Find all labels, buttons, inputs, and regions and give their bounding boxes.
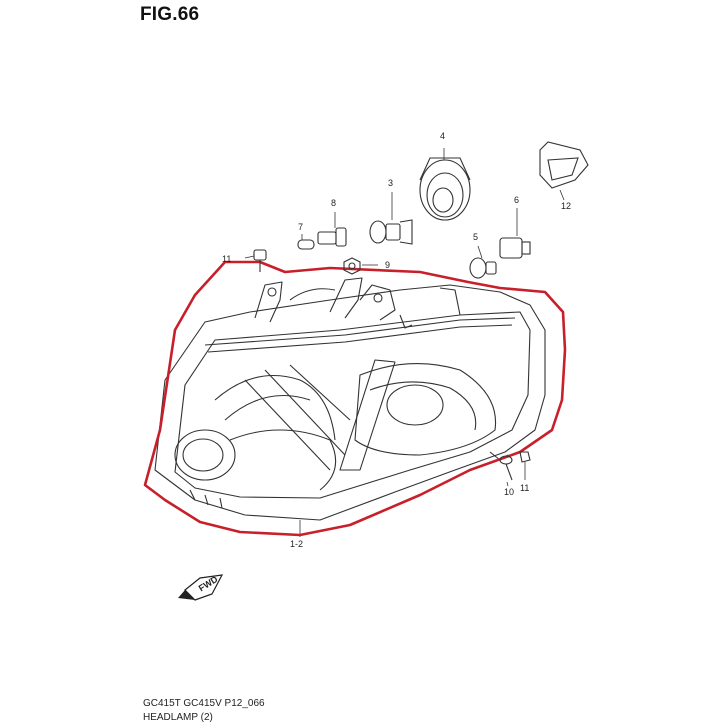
callout-part-9: 9 bbox=[385, 260, 390, 270]
callout-part-7: 7 bbox=[298, 222, 303, 232]
turn-socket-part bbox=[499, 208, 531, 259]
footer-model: GC415T GC415V P12_066 bbox=[143, 698, 265, 709]
callout-part-1-2: 1-2 bbox=[290, 539, 303, 549]
position-socket-part bbox=[317, 212, 347, 247]
callout-part-4: 4 bbox=[440, 131, 445, 141]
screw-part bbox=[499, 455, 513, 487]
callout-part-5: 5 bbox=[473, 232, 478, 242]
turn-bulb-part bbox=[469, 245, 497, 279]
callout-part-11-bottom: 11 bbox=[520, 483, 529, 493]
callout-part-3: 3 bbox=[388, 178, 393, 188]
nut-part bbox=[343, 257, 378, 275]
clip-part bbox=[519, 451, 531, 480]
forward-arrow-icon: FWD bbox=[178, 574, 224, 601]
socket-cover-part bbox=[419, 148, 471, 221]
headlamp-housing bbox=[154, 277, 546, 537]
wedge-bulb-part bbox=[297, 234, 315, 250]
side-marker-part bbox=[539, 141, 589, 201]
callout-part-10: 10 bbox=[504, 487, 514, 497]
callout-part-12: 12 bbox=[561, 201, 571, 211]
callout-part-11-top: 11 bbox=[222, 254, 231, 264]
callout-part-8: 8 bbox=[331, 198, 336, 208]
footer-section: HEADLAMP (2) bbox=[143, 712, 213, 723]
figure-title: FIG.66 bbox=[140, 4, 200, 25]
clip-screw-part bbox=[244, 249, 267, 272]
assembly-outline bbox=[143, 260, 567, 537]
callout-part-6: 6 bbox=[514, 195, 519, 205]
headlamp-bulb-part bbox=[369, 192, 413, 245]
